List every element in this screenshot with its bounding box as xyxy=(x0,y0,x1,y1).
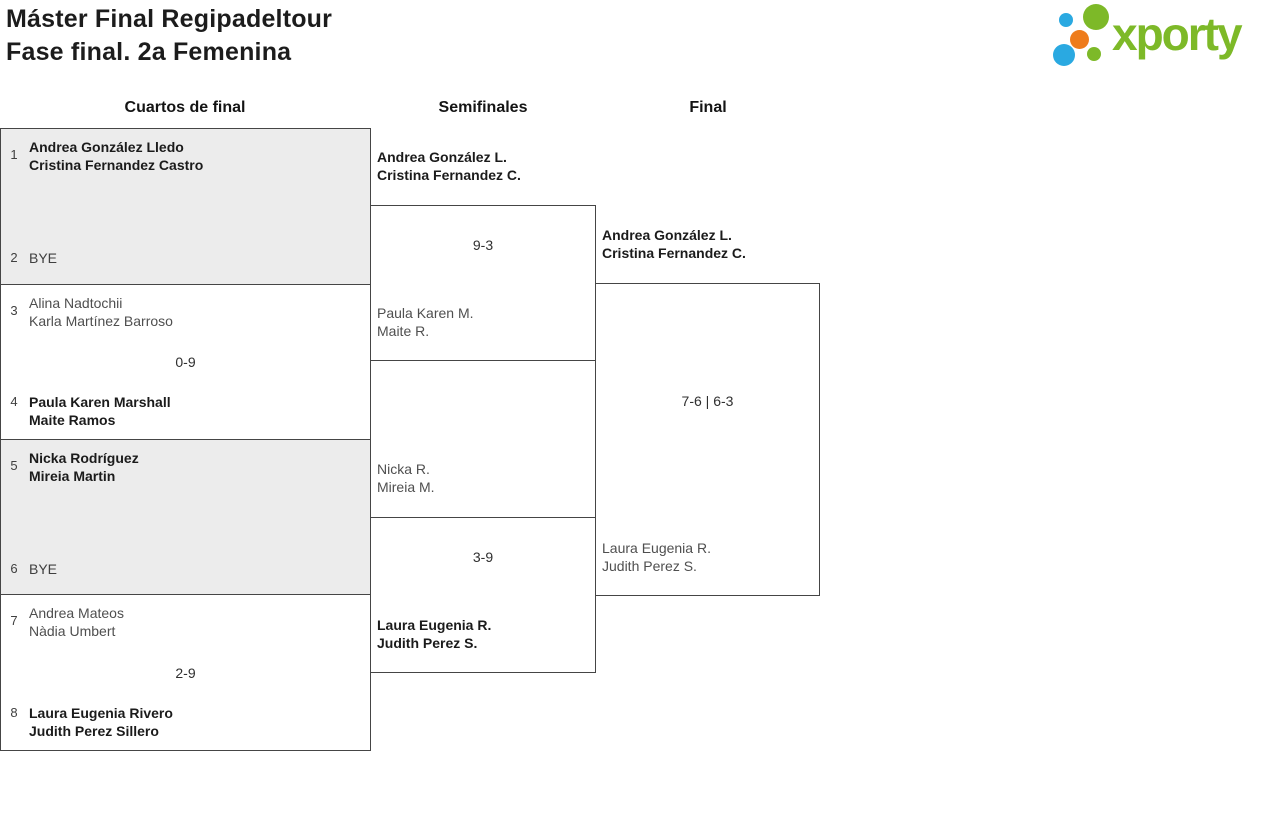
player-name: Cristina Fernandez C. xyxy=(377,167,521,183)
player-name: Karla Martínez Barroso xyxy=(29,313,173,329)
match-score: 0-9 xyxy=(175,354,196,370)
final-match xyxy=(595,283,820,596)
qf-match-3: 5 Nicka Rodríguez Mireia Martin 6 BYE xyxy=(0,439,371,595)
player-name: Andrea Mateos xyxy=(29,605,124,621)
player-name: Paula Karen M. xyxy=(377,305,474,321)
player-name: Andrea González L. xyxy=(377,149,507,165)
team-name: Andrea González L. Cristina Fernandez C. xyxy=(377,148,521,184)
player-name: Mireia M. xyxy=(377,479,435,495)
player-name: Judith Perez S. xyxy=(602,558,697,574)
team-name: Andrea González Lledo Cristina Fernandez… xyxy=(29,138,203,174)
tournament-name: Máster Final Regipadeltour xyxy=(6,5,333,33)
team-name: Andrea González L. Cristina Fernandez C. xyxy=(602,226,746,262)
qf-match-4: 7 Andrea Mateos Nàdia Umbert 2-9 8 Laura… xyxy=(0,594,371,751)
team-name: Paula Karen Marshall Maite Ramos xyxy=(29,393,171,429)
player-name: Andrea González L. xyxy=(602,227,732,243)
team-name: Alina Nadtochii Karla Martínez Barroso xyxy=(29,294,173,330)
team-name: Paula Karen M. Maite R. xyxy=(377,304,474,340)
match-score: 7-6 | 6-3 xyxy=(681,393,734,409)
player-name: Laura Eugenia R. xyxy=(377,617,492,633)
team-name: Nicka R. Mireia M. xyxy=(377,460,435,496)
seed-number: 2 xyxy=(10,250,18,265)
xporty-logo[interactable]: xporty xyxy=(1050,0,1278,72)
qf-match-2: 3 Alina Nadtochii Karla Martínez Barroso… xyxy=(0,284,371,440)
seed-number: 8 xyxy=(10,705,18,720)
logo-dot-orange-icon xyxy=(1070,30,1089,49)
phase-category: Fase final. 2a Femenina xyxy=(6,38,292,66)
seed-number: 5 xyxy=(10,458,18,473)
player-name: Judith Perez Sillero xyxy=(29,723,159,739)
logo-dot-green-large-icon xyxy=(1083,4,1109,30)
logo-dot-blue-small-icon xyxy=(1059,13,1073,27)
player-name: Nàdia Umbert xyxy=(29,623,116,639)
round-header-semifinales: Semifinales xyxy=(438,99,528,116)
team-name: Laura Eugenia R. Judith Perez S. xyxy=(377,616,491,652)
seed-number: 4 xyxy=(10,394,18,409)
seed-number: 6 xyxy=(10,561,18,576)
player-name: Maite Ramos xyxy=(29,412,116,428)
player-name: Cristina Fernandez C. xyxy=(602,245,746,261)
player-name: Paula Karen Marshall xyxy=(29,394,171,410)
seed-number: 1 xyxy=(10,147,18,162)
match-score: 2-9 xyxy=(175,664,196,681)
round-header-final: Final xyxy=(689,99,727,116)
match-score: 9-3 xyxy=(472,237,494,253)
player-name: Nicka Rodríguez xyxy=(29,450,139,466)
team-name: Nicka Rodríguez Mireia Martin xyxy=(29,449,139,485)
player-name: Laura Eugenia R. xyxy=(602,540,711,556)
team-name: Andrea Mateos Nàdia Umbert xyxy=(29,604,124,640)
player-name: Cristina Fernandez Castro xyxy=(29,157,204,173)
logo-wordmark: xporty xyxy=(1112,8,1243,60)
page-title: Máster Final Regipadeltour Fase final. 2… xyxy=(6,3,332,69)
bye-label: BYE xyxy=(29,250,58,266)
player-name: Laura Eugenia Rivero xyxy=(29,705,173,721)
team-name: Laura Eugenia Rivero Judith Perez Siller… xyxy=(29,704,173,740)
seed-number: 7 xyxy=(10,613,18,628)
player-name: Maite R. xyxy=(377,323,430,339)
seed-number: 3 xyxy=(10,303,18,318)
player-name: Nicka R. xyxy=(377,461,430,477)
player-name: Judith Perez S. xyxy=(377,635,478,651)
logo-dot-green-small-icon xyxy=(1087,47,1101,61)
player-name: Mireia Martin xyxy=(29,468,116,484)
player-name: Alina Nadtochii xyxy=(29,295,123,311)
qf-match-1: 1 Andrea González Lledo Cristina Fernand… xyxy=(0,128,371,285)
player-name: Andrea González Lledo xyxy=(29,139,184,155)
bye-label: BYE xyxy=(29,561,58,577)
match-score: 3-9 xyxy=(472,549,494,565)
team-name: Laura Eugenia R. Judith Perez S. xyxy=(602,539,711,575)
logo-dot-blue-large-icon xyxy=(1053,44,1075,66)
round-header-cuartos: Cuartos de final xyxy=(124,99,246,116)
